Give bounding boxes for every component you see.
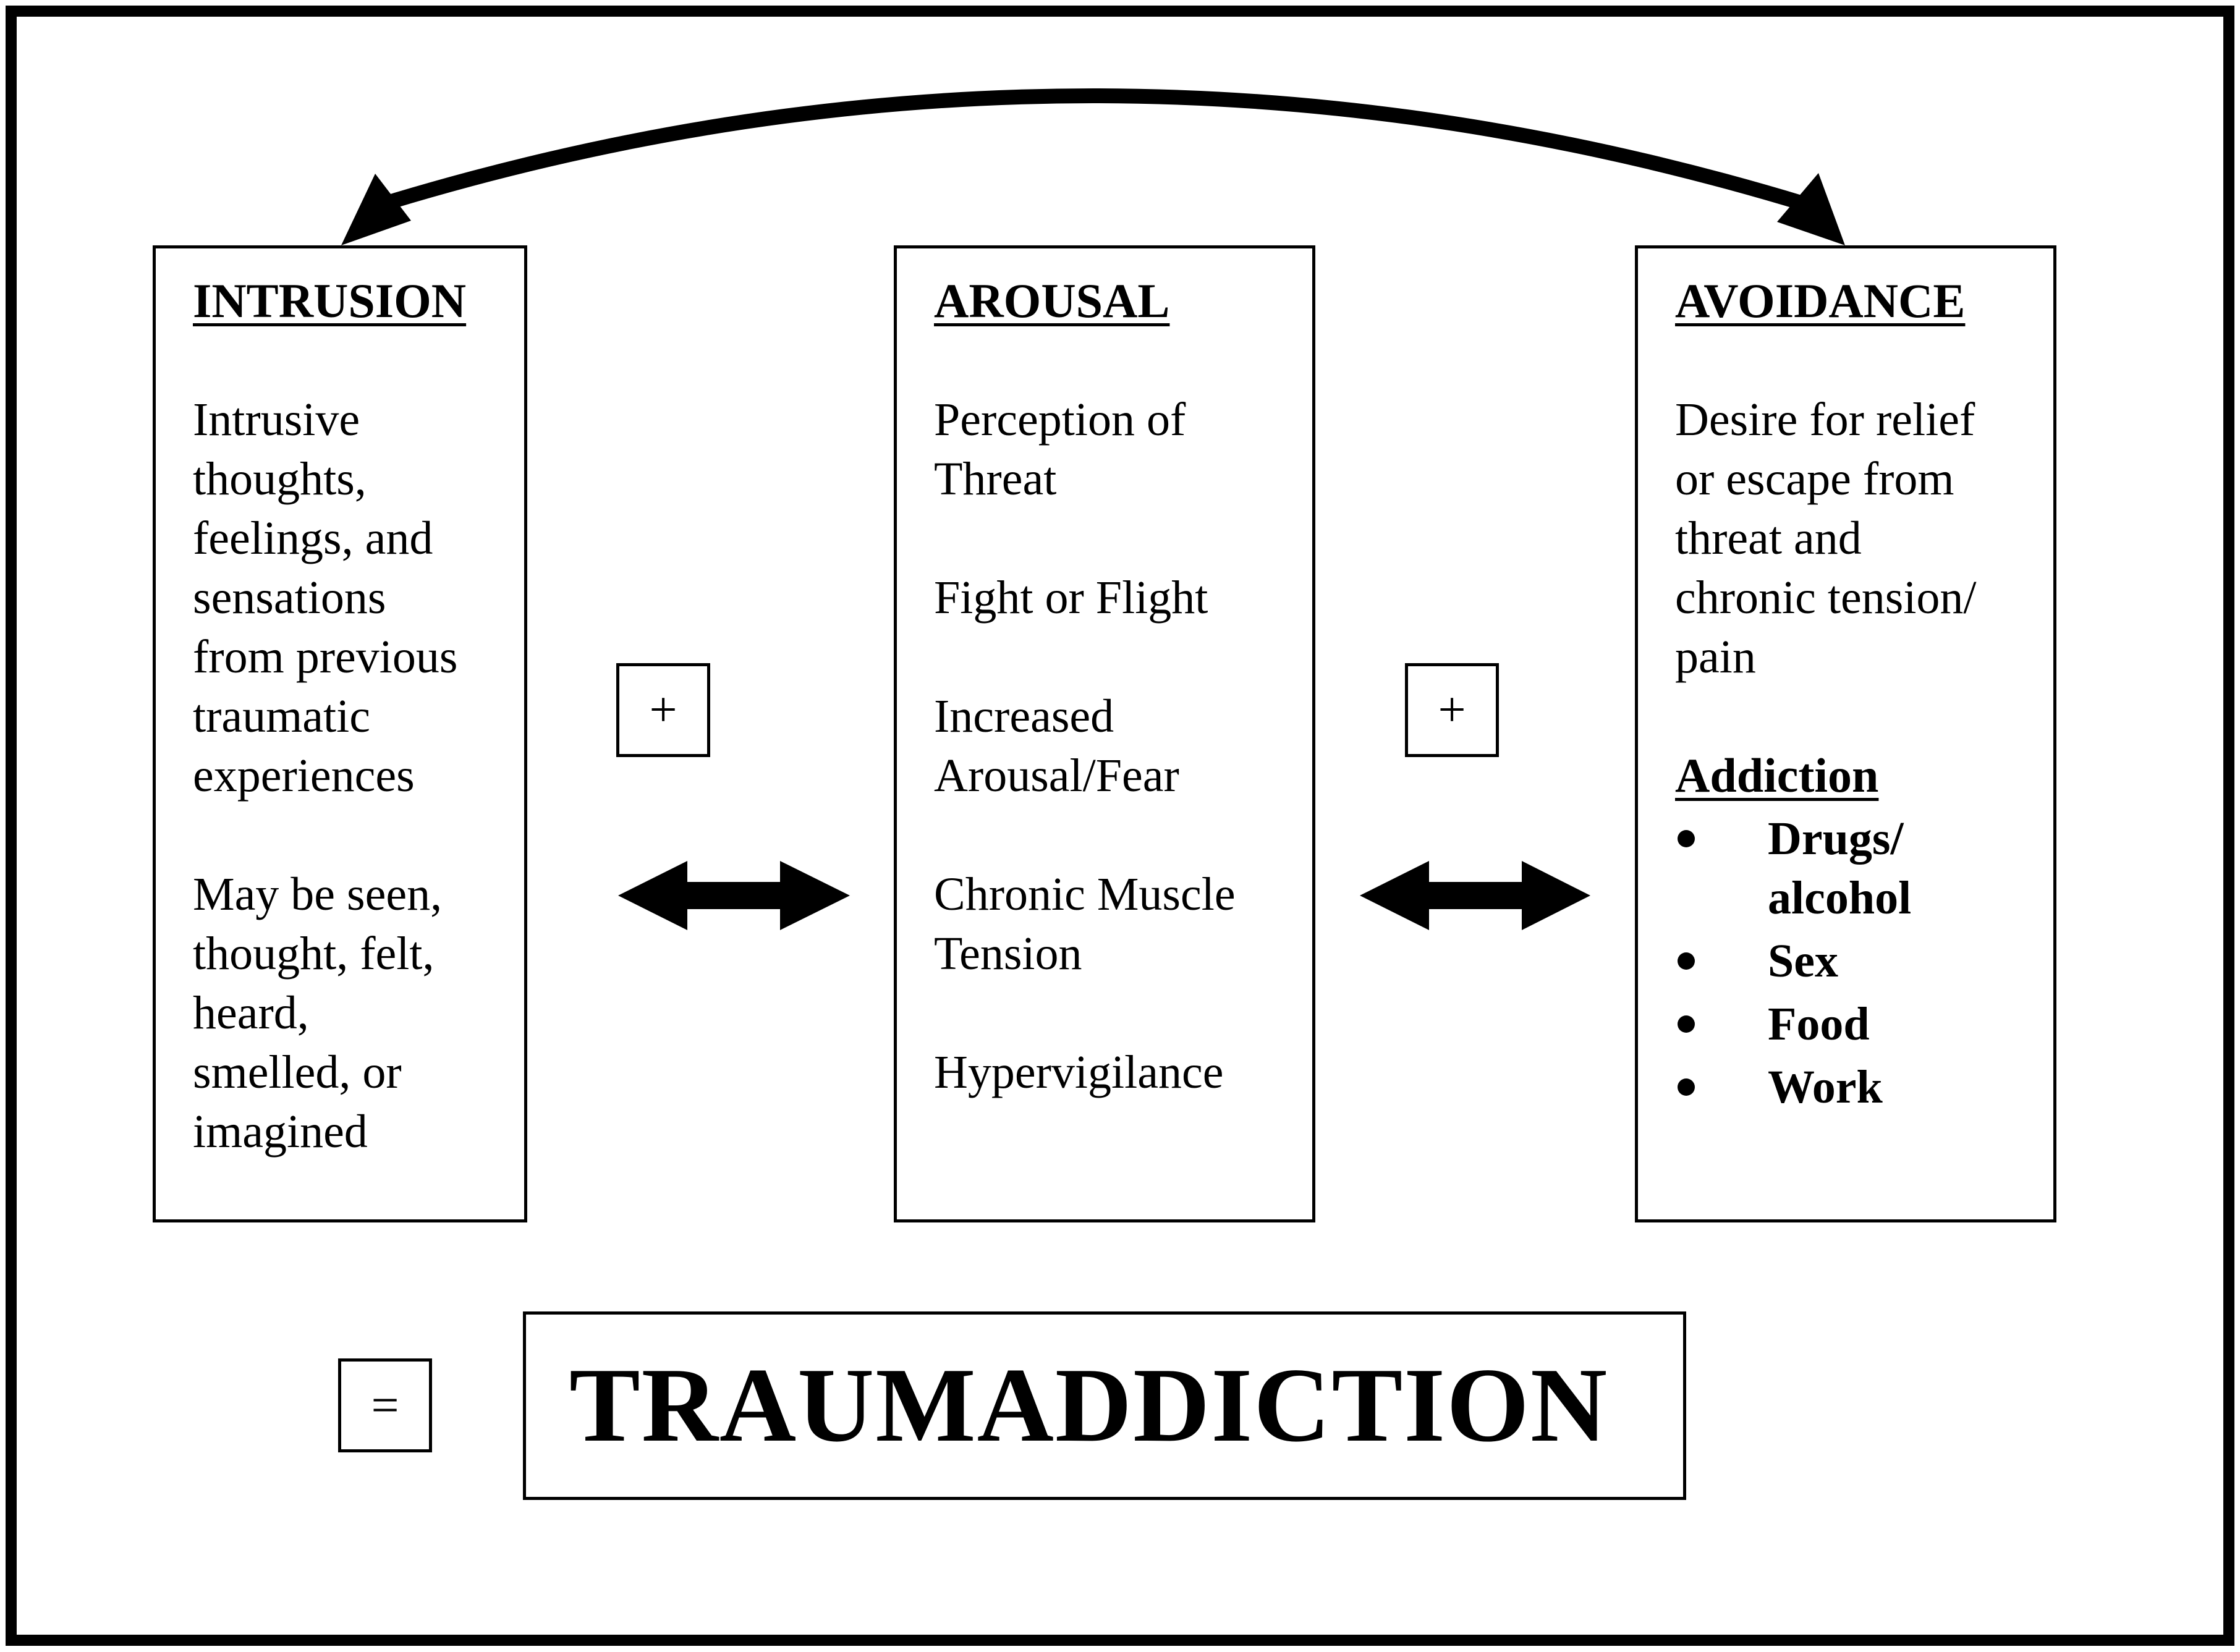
outer-frame [6,6,2234,1646]
addiction-list: Drugs/ alcohol Sex Food Work [1675,809,2053,1117]
result-label: TRAUMADDICTION [569,1347,1609,1464]
plus-operator-right: + [1405,663,1499,757]
intrusion-box: INTRUSION Intrusive thoughts, feelings, … [153,245,527,1222]
arousal-item: Increased Arousal/Fear [934,690,1179,802]
addiction-item: Food [1675,994,2053,1054]
arousal-item: Chronic Muscle Tension [934,868,1236,980]
plus-operator-left: + [616,663,710,757]
intrusion-description: Intrusive thoughts, feelings, and sensat… [193,394,458,802]
avoidance-box: AVOIDANCE Desire for relief or escape fr… [1635,245,2056,1222]
result-box: TRAUMADDICTION [523,1311,1686,1500]
addiction-title: Addiction [1675,748,1879,802]
addiction-item: Sex [1675,931,2053,991]
intrusion-modalities: May be seen, thought, felt, heard, smell… [193,868,443,1158]
arousal-item: Perception of Threat [934,394,1186,505]
arousal-item: Fight or Flight [934,572,1208,624]
equals-operator: = [338,1358,432,1452]
intrusion-title: INTRUSION [193,274,467,328]
avoidance-title: AVOIDANCE [1675,274,1966,328]
arousal-box: AROUSAL Perception of Threat Fight or Fl… [894,245,1315,1222]
arousal-item: Hypervigilance [934,1046,1224,1098]
addiction-item: Work [1675,1057,2053,1117]
arousal-title: AROUSAL [934,274,1170,328]
avoidance-description: Desire for relief or escape from threat … [1675,394,1977,683]
addiction-item: Drugs/ alcohol [1675,809,1953,928]
